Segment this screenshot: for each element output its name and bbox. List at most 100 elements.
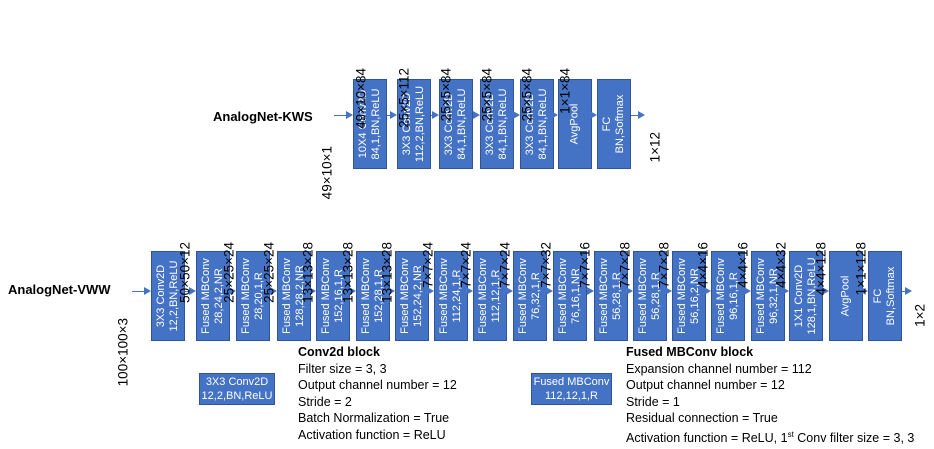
- legend-conv2d-text: Conv2d block Filter size = 3, 3 Output c…: [298, 344, 457, 443]
- vww-block: Fused MBConv 152,16,1,R: [316, 251, 350, 341]
- flow-arrow: [132, 287, 151, 295]
- flow-arrow: [782, 287, 789, 295]
- legend-mbconv-superscript: st: [787, 429, 794, 439]
- flow-arrow: [551, 111, 558, 119]
- vww-block: Fused MBConv 28,20,1,R: [236, 251, 270, 341]
- legend-mbconv-line: Residual connection = True: [626, 411, 778, 425]
- vww-block: Fused MBConv 112,24,1,R: [434, 251, 468, 341]
- vww-block: Fused MBConv 56,28,1,R: [594, 251, 628, 341]
- kws-block: 3X3 Conv2D 112,2,BN,ReLU: [397, 79, 431, 169]
- kws-block: 10X4 Conv2D 84,1,BN,ReLU: [353, 79, 387, 169]
- vww-block: Fused MBConv 112,12,1,R: [473, 251, 507, 341]
- flow-arrow: [590, 111, 597, 119]
- flow-arrow: [513, 111, 520, 119]
- legend-mbconv-text: Fused MBConv block Expansion channel num…: [626, 344, 914, 446]
- vww-block: Fused MBConv 128,28,2,NR: [277, 251, 311, 341]
- vww-input-dim-text: 100×100×3: [115, 318, 131, 387]
- legend-mbconv-filter: Conv filter size = 3, 3: [793, 430, 915, 445]
- vww-block-label: FC BN,Softmax: [872, 266, 897, 326]
- flow-arrow: [431, 111, 439, 119]
- flow-arrow: [902, 287, 912, 295]
- kws-dim-text: 1×1×84: [557, 68, 573, 114]
- flow-arrow: [334, 111, 353, 119]
- flow-arrow: [546, 287, 553, 295]
- legend-mbconv-line: Output channel number = 12: [626, 378, 785, 392]
- kws-dim-text: 25×5×84: [519, 68, 535, 122]
- vww-dim-text: 7×7×16: [577, 242, 593, 288]
- vww-output-dim-text: 1×2: [912, 304, 928, 327]
- vww-dim-text: 7×7×28: [617, 242, 633, 288]
- flow-arrow: [270, 287, 277, 295]
- kws-block-label: FC BN,Softmax: [601, 94, 626, 154]
- kws-block: 3X3 Conv2D 84,1,BN,ReLU: [480, 79, 514, 169]
- kws-dim-text: 25×5×84: [438, 68, 454, 122]
- legend-mbconv-activation: Activation function = ReLU, 1: [626, 430, 788, 445]
- vww-block: 1X1 Conv2D 128,1,BN,ReLU: [789, 251, 823, 341]
- vww-block: Fused MBConv 152,28,1,R: [356, 251, 390, 341]
- vww-dim-text: 25×25×24: [221, 242, 237, 303]
- vww-dim-text: 13×13×28: [300, 242, 316, 303]
- flow-arrow: [626, 287, 633, 295]
- vww-dim-text: 13×13×28: [340, 242, 356, 303]
- flow-arrow: [466, 287, 473, 295]
- vww-dim-text: 7×7×24: [497, 242, 513, 288]
- legend-conv2d-line: Batch Normalization = True: [298, 411, 450, 425]
- vww-block: AvgPool: [829, 251, 863, 341]
- kws-block: 3X3 Conv2D 84,1,BN,ReLU: [439, 79, 473, 169]
- vww-block: Fused MBConv 76,16,1,NR: [553, 251, 587, 341]
- vww-block: Fused MBConv 96,32,1,NR: [751, 251, 785, 341]
- flow-arrow: [229, 287, 236, 295]
- legend-mbconv-example-block: Fused MBConv 112,12,1,R: [531, 373, 612, 405]
- vww-block: FC BN,Softmax: [868, 251, 902, 341]
- vww-block: Fused MBConv 76,32,1,R: [513, 251, 547, 341]
- vww-dim-text: 7×7×24: [458, 242, 474, 288]
- kws-output-dim-text: 1×12: [647, 132, 663, 163]
- legend-mbconv-line: Stride = 1: [626, 394, 680, 409]
- flow-arrow: [506, 287, 513, 295]
- flow-arrow: [665, 287, 672, 295]
- flow-arrow: [309, 287, 316, 295]
- vww-block: Fused MBConv 96,16,1,R: [711, 251, 745, 341]
- vww-dim-text: 7×7×32: [538, 242, 554, 288]
- vww-dim-text: 25×25×24: [261, 242, 277, 303]
- legend-conv2d-line: Activation function = ReLU: [298, 427, 446, 442]
- vww-block: Fused MBConv 56,28,1,R: [633, 251, 667, 341]
- vww-dim-text: 7×7×24: [420, 242, 436, 288]
- kws-input-dim-text: 49×10×1: [319, 146, 335, 200]
- vww-dim-text: 7×7×28: [656, 242, 672, 288]
- vww-dim-text: 13×13×28: [379, 242, 395, 303]
- vww-block-label: AvgPool: [839, 275, 852, 317]
- legend-conv2d-line: Output channel number = 12: [298, 378, 457, 392]
- legend-mbconv-line: Expansion channel number = 112: [626, 361, 812, 376]
- vww-block: Fused MBConv 152,24,2,NR: [395, 251, 429, 341]
- kws-block: AvgPool: [558, 79, 592, 169]
- vww-dim-text: 1×1×128: [853, 242, 869, 296]
- flow-arrow: [631, 111, 645, 119]
- kws-dim-text: 25×5×112: [396, 68, 412, 128]
- legend-conv2d-line: Stride = 2: [298, 394, 352, 409]
- flow-arrow: [473, 111, 480, 119]
- legend-conv2d-line: Filter size = 3, 3: [298, 361, 387, 376]
- flow-arrow: [822, 287, 829, 295]
- flow-arrow: [387, 111, 397, 119]
- flow-arrow: [744, 287, 751, 295]
- vww-dim-text: 4×4×16: [735, 242, 751, 288]
- legend-conv2d-title: Conv2d block: [298, 345, 380, 359]
- legend-mbconv-title: Fused MBConv block: [626, 345, 754, 359]
- vww-dim-text: 50×50×12: [177, 242, 193, 303]
- kws-dim-text: 25×5×84: [479, 68, 495, 122]
- kws-block: 3X3 Conv2D 84,1,BN,ReLU: [520, 79, 554, 169]
- kws-network-label: AnalogNet-KWS: [213, 109, 313, 124]
- vww-network-label: AnalogNet-VWW: [8, 282, 111, 297]
- vww-dim-text: 4×4×32: [773, 242, 789, 288]
- kws-dim-text: 49×10×84: [353, 68, 369, 129]
- flow-arrow: [861, 287, 868, 295]
- vww-block: Fused MBConv 28,24,2,NR: [196, 251, 230, 341]
- flow-arrow: [427, 287, 434, 295]
- flow-arrow: [704, 287, 711, 295]
- vww-block: Fused MBConv 56,16,2,NR: [672, 251, 706, 341]
- vww-dim-text: 4×4×16: [695, 242, 711, 288]
- legend-conv2d-example-block: 3X3 Conv2D 12,2,BN,ReLU: [199, 373, 275, 405]
- flow-arrow: [587, 287, 594, 295]
- flow-arrow: [388, 287, 395, 295]
